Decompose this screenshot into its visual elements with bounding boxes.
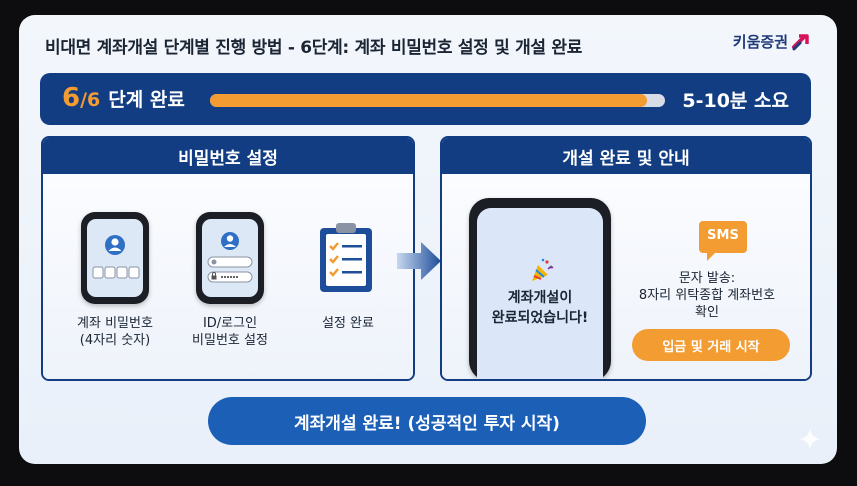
sms-icon: SMS bbox=[699, 219, 747, 263]
user-icon bbox=[207, 232, 253, 283]
step-counter: 6 /6 단계 완료 bbox=[62, 83, 185, 115]
notice-line: 확인 bbox=[695, 305, 719, 320]
completion-banner: 계좌개설 완료! (성공적인 투자 시작) bbox=[208, 397, 646, 445]
user-icon bbox=[92, 235, 140, 279]
panel-body: 계좌개설이 완료되었습니다! SMS 문자 발송: 8자리 위탁종합 계좌번호 … bbox=[442, 174, 810, 379]
step-caption-done: 설정 완료 bbox=[322, 316, 374, 331]
pin-phone bbox=[81, 212, 149, 304]
deposit-trade-button[interactable]: 입금 및 거래 시작 bbox=[632, 329, 790, 361]
page-title: 비대면 계좌개설 단계별 진행 방법 - 6단계: 계좌 비밀번호 설정 및 개… bbox=[45, 38, 583, 58]
kiwoom-logo-icon bbox=[792, 33, 809, 50]
notice-line: 문자 발송: bbox=[678, 271, 736, 286]
step-caption-login: ID/로그인 비밀번호 설정 bbox=[178, 315, 282, 349]
completion-message-line2: 완료되었습니다! bbox=[491, 310, 589, 326]
password-setup-panel: 비밀번호 설정 계좌 비밀번호 bbox=[41, 136, 415, 381]
info-card: 비대면 계좌개설 단계별 진행 방법 - 6단계: 계좌 비밀번호 설정 및 개… bbox=[19, 15, 837, 464]
panel-title: 개설 완료 및 안내 bbox=[442, 138, 810, 174]
completion-panel: 개설 완료 및 안내 계좌개설이 완료되었습니다! bbox=[440, 136, 812, 381]
panel-body: 계좌 비밀번호 (4자리 숫자) bbox=[43, 174, 413, 379]
clipboard-checklist-icon bbox=[320, 223, 372, 292]
party-popper-icon bbox=[532, 258, 554, 281]
step-caption-pin: 계좌 비밀번호 (4자리 숫자) bbox=[63, 315, 167, 349]
sms-label: SMS bbox=[707, 228, 739, 243]
panel-title: 비밀번호 설정 bbox=[43, 138, 413, 174]
login-phone bbox=[196, 212, 264, 304]
caption-line: ID/로그인 bbox=[202, 316, 258, 331]
step-label: 단계 완료 bbox=[108, 89, 185, 111]
caption-line: 비밀번호 설정 bbox=[192, 333, 268, 348]
brand-logo: 키움증권 bbox=[733, 31, 811, 52]
completion-message-line1: 계좌개설이 bbox=[507, 290, 573, 306]
progress-fill bbox=[210, 94, 647, 107]
sparkle-icon bbox=[799, 428, 821, 450]
caption-line: 계좌 비밀번호 bbox=[77, 316, 153, 331]
notice-line: 8자리 위탁종합 계좌번호 bbox=[638, 288, 776, 303]
sms-notice: 문자 발송: 8자리 위탁종합 계좌번호 확인 bbox=[612, 270, 802, 321]
arrow-right-icon bbox=[397, 242, 441, 280]
brand-name: 키움증권 bbox=[732, 33, 788, 51]
caption-line: (4자리 숫자) bbox=[79, 333, 151, 348]
step-current: 6 bbox=[62, 83, 81, 113]
step-total: /6 bbox=[80, 89, 101, 111]
completion-phone: 계좌개설이 완료되었습니다! bbox=[469, 198, 611, 379]
progress-track bbox=[210, 94, 665, 107]
estimated-time: 5-10분 소요 bbox=[682, 90, 789, 112]
progress-banner: 6 /6 단계 완료 5-10분 소요 bbox=[40, 73, 811, 125]
